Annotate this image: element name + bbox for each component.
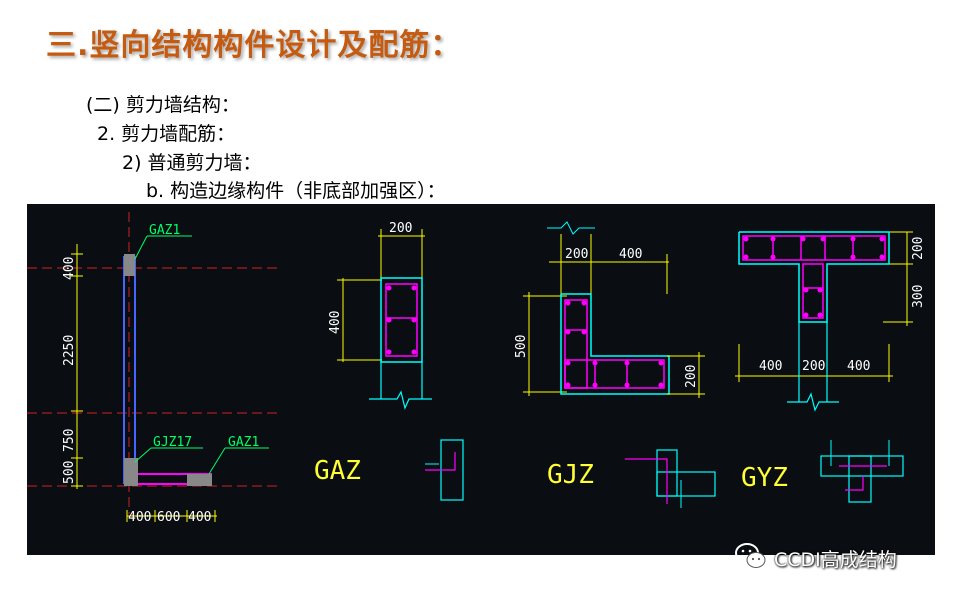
dim-2250: 2250 [62,335,77,366]
tag-gaz1-top: GAZ1 [149,223,180,238]
gyz-dim-200-bottom: 200 [802,359,825,374]
dim-bottom-400-b: 400 [188,510,211,525]
cad-drawing: 400 2250 750 500 400 600 400 GAZ1 GJZ17 … [27,204,935,555]
legend-gjz: GJZ [547,460,594,490]
gyz-dim-400-right: 400 [847,359,870,374]
wall-elevation: 400 2250 750 500 400 600 400 GAZ1 GJZ17 … [27,212,277,525]
slide-title: 三.竖向结构构件设计及配筋： [46,28,462,63]
outline-level-3: 2) 普通剪力墙： [122,152,262,174]
dim-400: 400 [62,257,77,280]
gjz-dim-400: 400 [619,247,642,262]
dim-750: 750 [62,429,77,452]
outline-level-1: (二) 剪力墙结构： [86,94,240,116]
gyz-dim-300: 300 [911,285,926,308]
dim-bottom-400-a: 400 [128,510,151,525]
gyz-dim-200-top: 200 [911,237,926,260]
watermark-text: CCDI高成结构 [774,548,897,571]
gyz-dim-400-left: 400 [759,359,782,374]
gjz-dim-500: 500 [514,335,529,358]
gjz-section: 200 400 500 200 [514,221,705,398]
wechat-icon [734,541,768,575]
dim-500: 500 [62,461,77,484]
legend-gaz: GAZ [314,456,361,486]
gaz-section: 200 400 [328,221,432,410]
gjz-dim-200-right: 200 [684,365,699,388]
gaz-dim-200: 200 [389,221,412,236]
dim-bottom-600: 600 [157,510,180,525]
legend-gyz: GYZ [741,463,788,493]
outline-level-2: 2. 剪力墙配筋： [97,123,236,145]
outline-level-4: b. 构造边缘构件（非底部加强区）： [146,180,446,202]
gaz-dim-400: 400 [328,311,343,334]
tag-gaz1-right: GAZ1 [228,435,259,450]
watermark: CCDI高成结构 [734,541,897,575]
gyz-section: 200 300 400 200 400 [735,231,926,412]
tag-gjz17: GJZ17 [153,435,192,450]
cad-drawing-svg: 400 2250 750 500 400 600 400 GAZ1 GJZ17 … [27,212,926,525]
legend-row: GAZ GJZ GYZ [314,439,904,508]
gjz-dim-200: 200 [565,247,588,262]
